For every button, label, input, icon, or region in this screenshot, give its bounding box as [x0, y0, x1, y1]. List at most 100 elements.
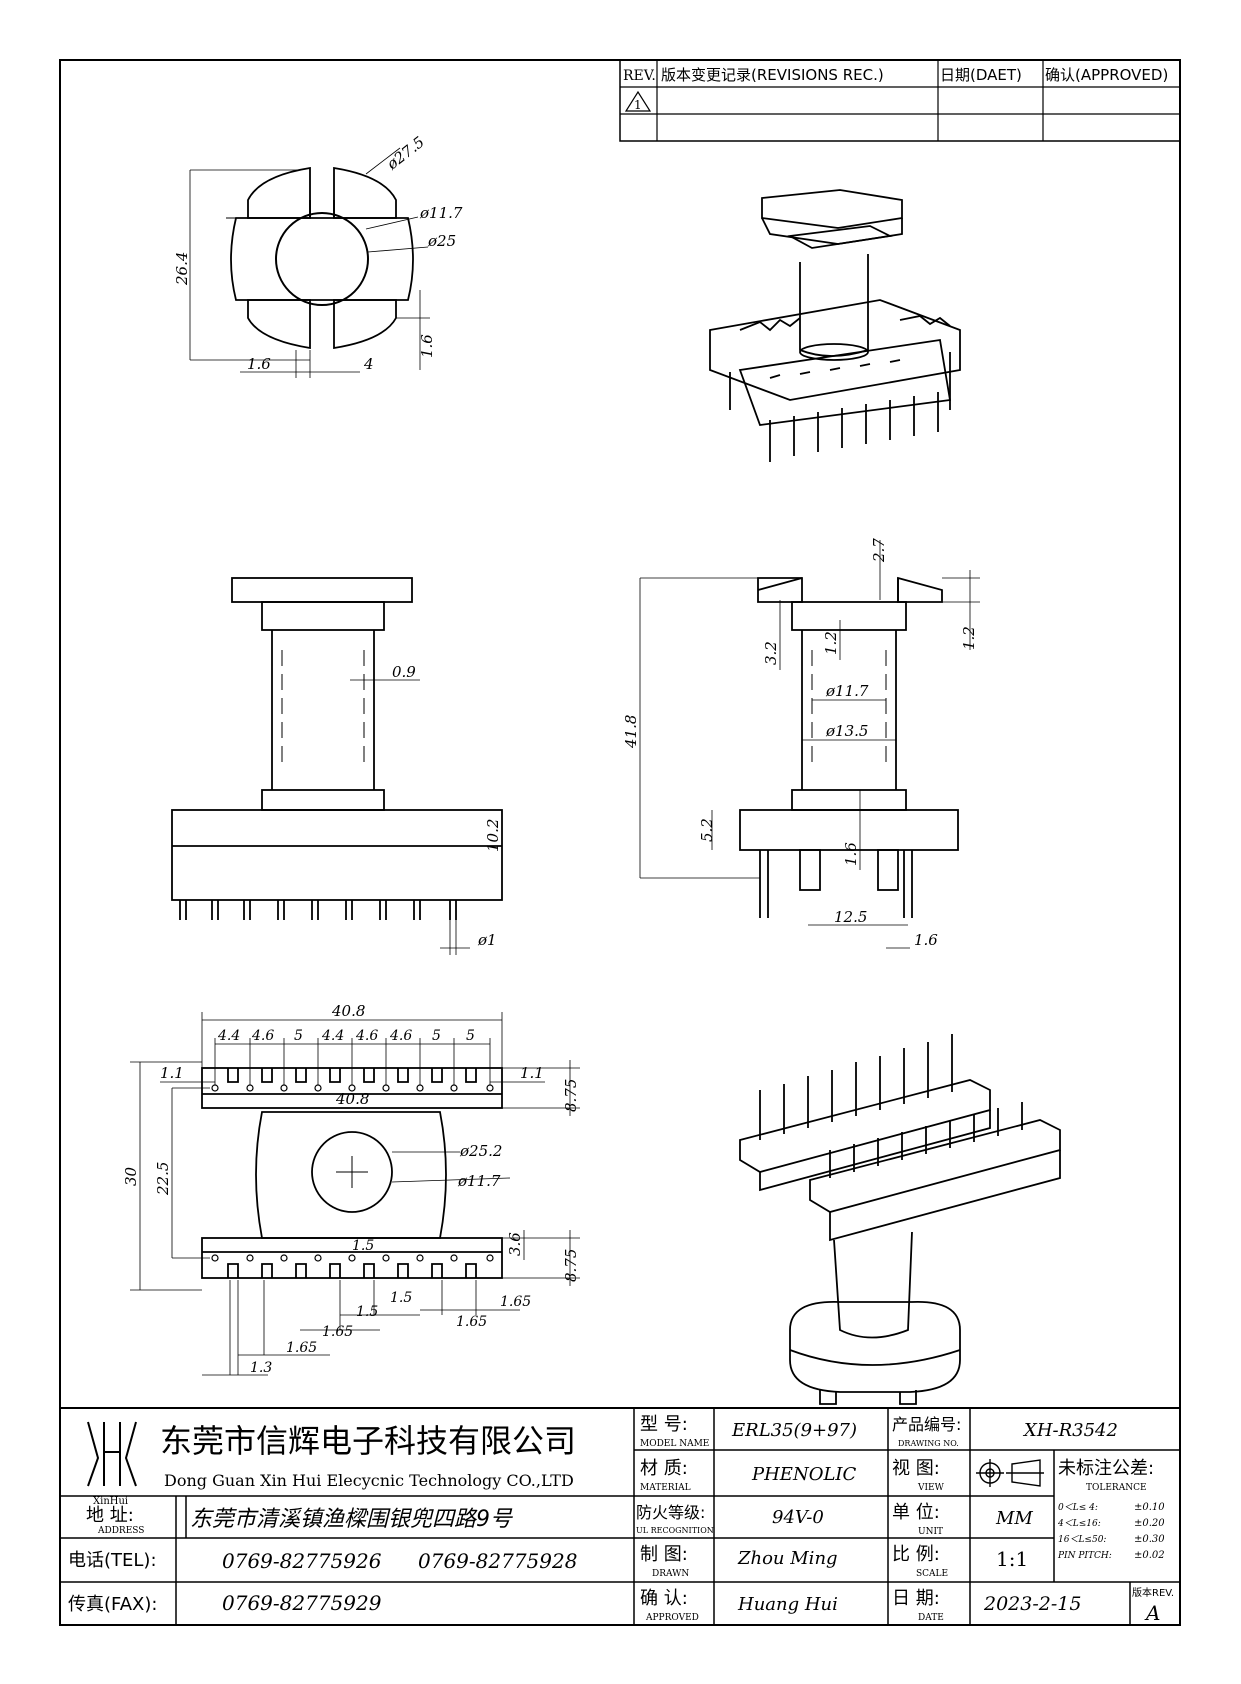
tol-range-2: 16＜L≤50: — [1058, 1535, 1106, 1545]
projection-symbol-icon — [976, 1459, 1044, 1487]
dim-bot-d-117: ø11.7 — [457, 1172, 501, 1190]
dim-bot-b-13: 1.3 — [250, 1360, 272, 1376]
top-view-dims — [189, 147, 430, 378]
drawing-no-value: XH-R3542 — [1022, 1420, 1118, 1441]
drawn-label-cn: 制 图: — [640, 1544, 688, 1565]
ul-value: 94V-0 — [772, 1507, 824, 1528]
revision-mark: 1 — [634, 98, 642, 112]
dim-top-d-inner: ø25 — [427, 232, 456, 250]
dim-bot-seq-4: 4.6 — [355, 1028, 378, 1044]
sheet-border — [59, 59, 1181, 1626]
approved-value: Huang Hui — [737, 1594, 838, 1615]
fax-label: 传真(FAX): — [68, 1594, 157, 1615]
view-label-en: VIEW — [917, 1483, 945, 1493]
front-view-dims — [350, 679, 503, 955]
dim-bot-d-252: ø25.2 — [459, 1142, 502, 1160]
approved-label-cn: 确 认: — [640, 1588, 688, 1609]
approved-col-header: 确认(APPROVED) — [1045, 66, 1168, 84]
bottom-view-dims — [130, 1012, 580, 1376]
dim-side-d-135: ø13.5 — [825, 722, 868, 740]
dim-side-total-h: 41.8 — [622, 715, 640, 749]
tel-1: 0769-82775926 — [222, 1549, 382, 1573]
dim-side-base-52: 5.2 — [698, 818, 716, 842]
date-col-header: 日期(DAET) — [940, 66, 1022, 84]
top-view — [226, 166, 414, 350]
tol-value-0: ±0.10 — [1134, 1502, 1165, 1513]
dim-bot-b-165a: 1.65 — [500, 1294, 531, 1310]
address-label-cn: 地 址: — [86, 1505, 134, 1526]
record-col-header: 版本变更记录(REVISIONS REC.) — [661, 66, 884, 84]
date-label-en: DATE — [918, 1613, 944, 1623]
dim-bot-h-30: 30 — [122, 1166, 140, 1186]
drawn-value: Zhou Ming — [737, 1548, 838, 1569]
tel-2: 0769-82775928 — [418, 1549, 577, 1573]
dim-bot-b-165c: 1.65 — [322, 1324, 353, 1340]
tol-range-0: 0＜L≤ 4: — [1058, 1503, 1098, 1513]
isometric-view-bottom-pins — [759, 1034, 1023, 1178]
rev-col-header: REV. — [623, 68, 656, 84]
scale-label-en: SCALE — [916, 1569, 948, 1579]
dim-front-pin-d: ø1 — [477, 931, 497, 949]
material-label-cn: 材 质: — [640, 1458, 688, 1479]
ul-label-en: UL RECOGNITION — [636, 1526, 714, 1535]
dim-top-d-outer: ø27.5 — [383, 133, 428, 174]
dim-front-base-h: 10.2 — [484, 819, 502, 852]
side-view-dims — [639, 540, 980, 949]
drawn-label-en: DRAWN — [652, 1569, 689, 1579]
material-value: PHENOLIC — [751, 1464, 857, 1485]
model-label-en: MODEL NAME — [640, 1439, 709, 1449]
front-view-pins — [179, 900, 457, 920]
model-value: ERL35(9+97) — [731, 1420, 857, 1441]
dim-side-flange-l: 1.2 — [822, 631, 840, 655]
company-logo-icon — [87, 1421, 137, 1487]
dim-bot-seq-7: 5 — [466, 1028, 475, 1044]
company-name-en: Dong Guan Xin Hui Elecycnic Technology C… — [164, 1471, 574, 1490]
dim-bot-b-165d: 1.65 — [286, 1340, 317, 1356]
address-label-en: ADDRESS — [97, 1526, 144, 1536]
front-view — [171, 577, 503, 901]
dim-bot-b-5a: 1.5 — [352, 1238, 374, 1254]
scale-label-cn: 比 例: — [892, 1544, 940, 1565]
dim-side-span: 12.5 — [834, 908, 867, 926]
address-value: 东莞市清溪镇渔樑围银兜四路9号 — [190, 1507, 513, 1532]
fax-1: 0769-82775929 — [222, 1591, 382, 1615]
revisions-table: REV. 版本变更记录(REVISIONS REC.) 日期(DAET) 确认(… — [619, 59, 1181, 142]
model-label-cn: 型 号: — [640, 1414, 688, 1435]
tol-range-1: 4＜L≤16: — [1057, 1519, 1101, 1529]
dim-bot-seq-1: 4.6 — [251, 1028, 274, 1044]
unit-label-cn: 单 位: — [892, 1502, 940, 1523]
scale-value: 1:1 — [996, 1547, 1028, 1571]
drawing-no-label-en: DRAWING NO. — [898, 1439, 959, 1448]
dim-top-slot: 1.6 — [418, 334, 436, 358]
isometric-view-top — [709, 189, 961, 426]
dim-bot-h-225: 22.5 — [154, 1162, 172, 1196]
revision-triangle-icon — [624, 90, 652, 112]
tol-value-2: ±0.30 — [1134, 1534, 1165, 1545]
tel-label: 电话(TEL): — [68, 1550, 157, 1571]
company-name-cn: 东莞市信辉电子科技有限公司 — [160, 1422, 576, 1460]
unit-label-en: UNIT — [918, 1527, 943, 1537]
dim-bot-right-11: 1.1 — [520, 1064, 544, 1082]
revision-label: 版本REV. — [1132, 1586, 1174, 1599]
unit-value: MM — [995, 1508, 1033, 1529]
dim-bot-seq-6: 5 — [432, 1028, 441, 1044]
dim-bot-b-15a: 1.5 — [356, 1304, 378, 1320]
dim-side-flange-r: 1.2 — [960, 626, 978, 650]
tolerance-label-cn: 未标注公差: — [1058, 1458, 1154, 1479]
dim-bot-seq-5: 4.6 — [389, 1028, 412, 1044]
dim-side-top-gap: 2.7 — [870, 538, 888, 563]
dim-bot-seq-2: 5 — [294, 1028, 303, 1044]
dim-bot-b-165b: 1.65 — [456, 1314, 487, 1330]
dim-bot-h-36: 3.6 — [506, 1232, 524, 1256]
drawing-no-label-cn: 产品编号: — [892, 1415, 961, 1434]
dim-bot-top-seq: 4.4 4.6 5 4.4 4.6 4.6 5 5 — [217, 1028, 475, 1044]
tolerance-label-en: TOLERANCE — [1086, 1483, 1147, 1493]
company-logo-text: XinHui — [93, 1496, 128, 1507]
dim-side-left-32: 3.2 — [762, 641, 780, 665]
dim-bot-left-11: 1.1 — [160, 1064, 184, 1082]
dim-side-base-16: 1.6 — [842, 842, 860, 866]
dim-side-d-117: ø11.7 — [825, 682, 869, 700]
dim-top-bot-right: 4 — [363, 355, 374, 373]
dim-top-bot-left: 1.6 — [247, 355, 271, 373]
